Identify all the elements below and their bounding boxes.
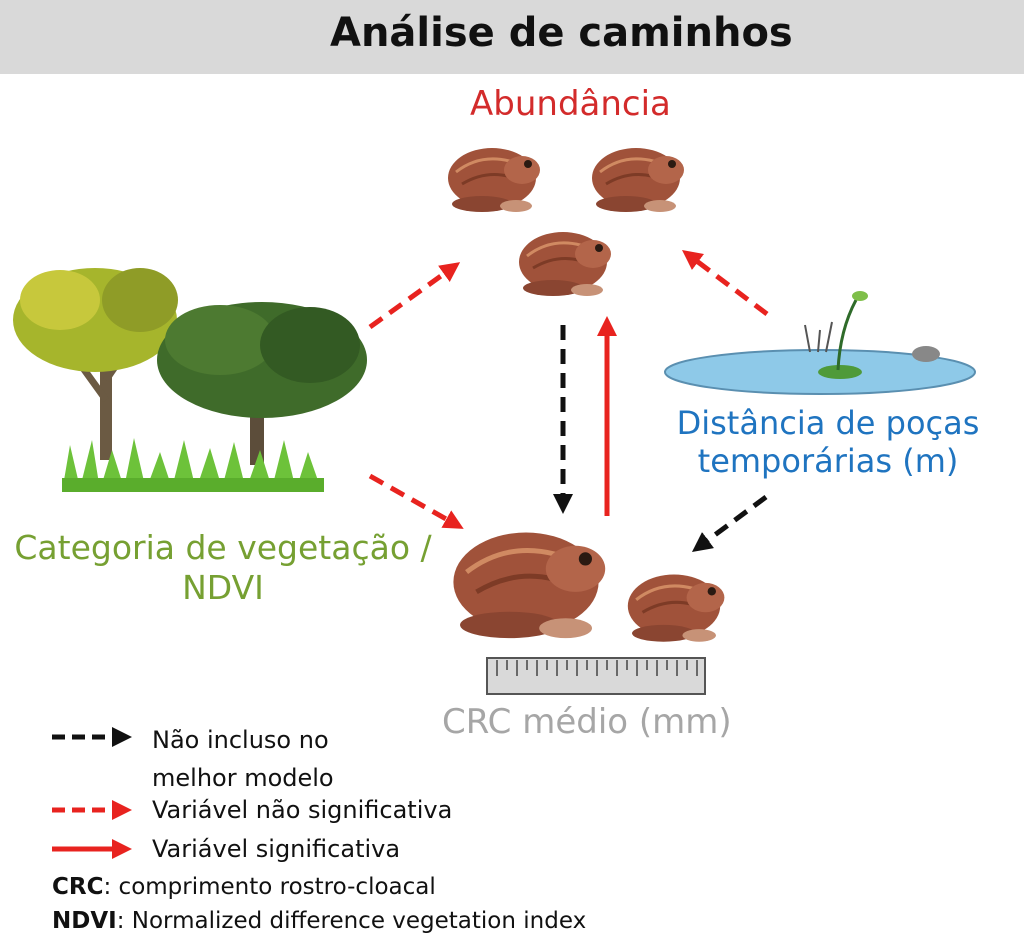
- arrow-vegetation-to-abundance: [368, 262, 461, 330]
- definition-crc: CRC: comprimento rostro-cloacal: [52, 874, 436, 900]
- definition-ndvi: NDVI: Normalized difference vegetation i…: [52, 908, 586, 934]
- definition-ndvi-abbr: NDVI: [52, 908, 117, 934]
- definition-crc-abbr: CRC: [52, 874, 104, 900]
- node-label-pond-distance: Distância de poças temporárias (m): [676, 404, 980, 480]
- pond-icon: [664, 291, 976, 395]
- definition-ndvi-text: : Normalized difference vegetation index: [116, 908, 587, 934]
- arrow-pond-to-svl: [691, 494, 768, 552]
- node-label-svl: CRC médio (mm): [442, 702, 732, 742]
- frog-icon: [453, 533, 605, 639]
- definition-crc-text: : comprimento rostro-cloacal: [103, 874, 436, 900]
- legend-label-significant: Variável significativa: [152, 835, 401, 863]
- frog-icon: [517, 230, 613, 298]
- node-label-vegetation: Categoria de vegetação / NDVI: [14, 528, 432, 607]
- legend-label-not-significant: Variável não significativa: [152, 796, 453, 824]
- ruler-icon: [486, 657, 706, 695]
- tree-icon: [13, 268, 367, 492]
- frog-icon: [626, 572, 726, 644]
- frog-icon: [446, 146, 542, 214]
- title-bar: [0, 0, 1024, 74]
- node-label-abundance: Abundância: [470, 84, 671, 124]
- arrow-pond-to-abundance: [682, 249, 769, 316]
- frog-icon: [590, 146, 686, 214]
- arrow-vegetation-to-svl: [368, 473, 464, 529]
- page-title: Análise de caminhos: [330, 10, 793, 56]
- legend-label-not-included: Não incluso no melhor modelo: [152, 726, 334, 792]
